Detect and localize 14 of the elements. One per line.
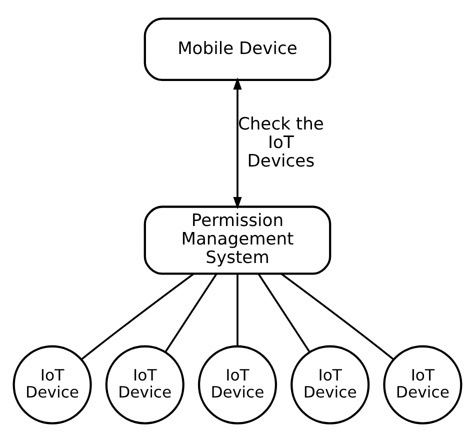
arrow — [233, 76, 242, 209]
connector — [258, 272, 310, 352]
node-circle: IoT Device — [105, 344, 184, 424]
node-box: Permission Management System — [144, 205, 332, 274]
node-box: Mobile Device — [144, 17, 332, 81]
connector — [280, 272, 394, 360]
node-circle: IoT Device — [383, 344, 462, 424]
node-circle: IoT Device — [198, 344, 278, 424]
connector — [236, 273, 238, 346]
edge-label: Check the IoT Devices — [238, 114, 324, 171]
connector — [164, 272, 218, 352]
connector — [81, 272, 194, 360]
node-circle: IoT Device — [12, 344, 92, 424]
node-circle: IoT Device — [290, 344, 370, 424]
